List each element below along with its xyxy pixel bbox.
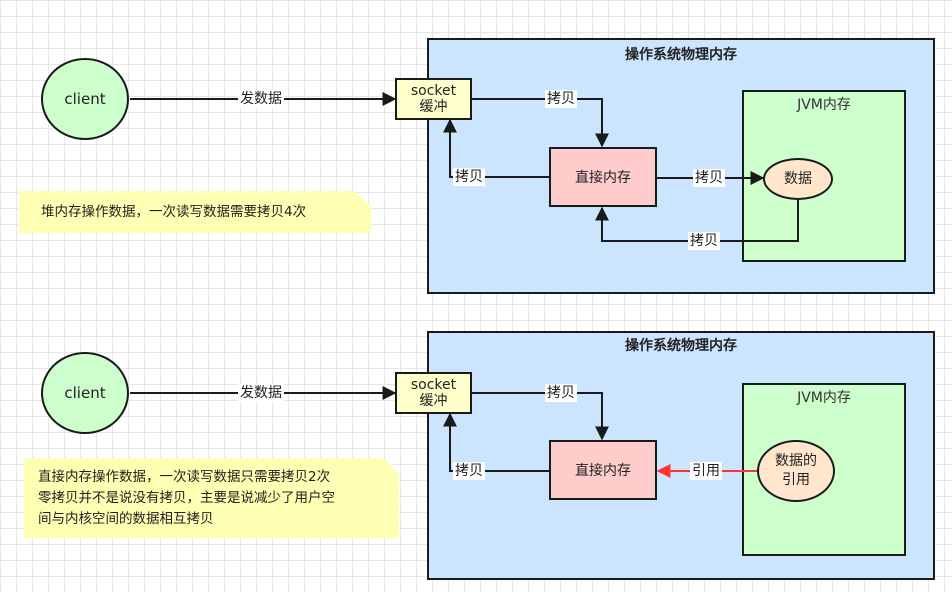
copy-label-direct-to-data-1: 拷贝 bbox=[693, 169, 725, 187]
copy-socket-to-direct-arrow-1 bbox=[471, 98, 609, 148]
os-memory-title-2: 操作系统物理内存 bbox=[625, 338, 737, 354]
os-memory-title-1: 操作系统物理内存 bbox=[625, 47, 737, 63]
note-text-line2-2: 零拷贝并不是说没有拷贝，主要是说减少了用户空 bbox=[38, 490, 335, 506]
reference-label-2: 引用 bbox=[690, 462, 722, 480]
direct-memory-label-2: 直接内存 bbox=[575, 463, 631, 479]
socket-label-line2-2: 缓冲 bbox=[419, 393, 448, 409]
note-text-line1-2: 直接内存操作数据，一次读写数据只需要拷贝2次 bbox=[38, 469, 331, 485]
note-2: 直接内存操作数据，一次读写数据只需要拷贝2次 零拷贝并不是说没有拷贝，主要是说减… bbox=[24, 458, 399, 538]
client-label-2: client bbox=[64, 384, 106, 402]
copy-direct-to-socket-arrow-1 bbox=[443, 118, 550, 178]
direct-memory-node-1: 直接内存 bbox=[549, 147, 657, 207]
copy-label-direct-to-socket-1: 拷贝 bbox=[453, 168, 485, 186]
data-reference-label-line2-2: 引用 bbox=[782, 472, 810, 488]
copy-socket-to-direct-arrow-2 bbox=[471, 392, 609, 441]
jvm-memory-title-2: JVM内存 bbox=[797, 390, 851, 406]
data-reference-label-line1-2: 数据的 bbox=[775, 453, 817, 469]
socket-label-line2-1: 缓冲 bbox=[419, 99, 448, 115]
socket-label-line1-1: socket bbox=[410, 83, 457, 99]
copy-direct-to-socket-arrow-2 bbox=[443, 412, 550, 472]
copy-label-socket-to-direct-1: 拷贝 bbox=[545, 90, 577, 108]
data-reference-node-2: 数据的 引用 bbox=[757, 440, 835, 502]
copy-label-direct-to-socket-2: 拷贝 bbox=[453, 462, 485, 480]
socket-buffer-2: socket 缓冲 bbox=[395, 372, 472, 414]
data-label-1: 数据 bbox=[784, 170, 812, 187]
send-label-2: 发数据 bbox=[238, 384, 284, 402]
direct-memory-node-2: 直接内存 bbox=[549, 440, 657, 500]
send-label-1: 发数据 bbox=[238, 90, 284, 108]
note-text-1: 堆内存操作数据，一次读写数据需要拷贝4次 bbox=[41, 204, 307, 220]
data-node-1: 数据 bbox=[763, 158, 833, 200]
note-text-line3-2: 间与内核空间的数据相互拷贝 bbox=[38, 511, 214, 527]
direct-memory-label-1: 直接内存 bbox=[575, 170, 631, 186]
socket-label-line1-2: socket bbox=[410, 377, 457, 393]
jvm-memory-title-1: JVM内存 bbox=[797, 97, 851, 113]
client-label-1: client bbox=[64, 90, 106, 108]
copy-label-data-to-direct-1: 拷贝 bbox=[688, 232, 720, 250]
client-node-2: client bbox=[41, 352, 129, 434]
copy-label-socket-to-direct-2: 拷贝 bbox=[545, 384, 577, 402]
note-1: 堆内存操作数据，一次读写数据需要拷贝4次 bbox=[19, 191, 371, 233]
client-node-1: client bbox=[41, 58, 129, 140]
socket-buffer-1: socket 缓冲 bbox=[395, 78, 472, 120]
